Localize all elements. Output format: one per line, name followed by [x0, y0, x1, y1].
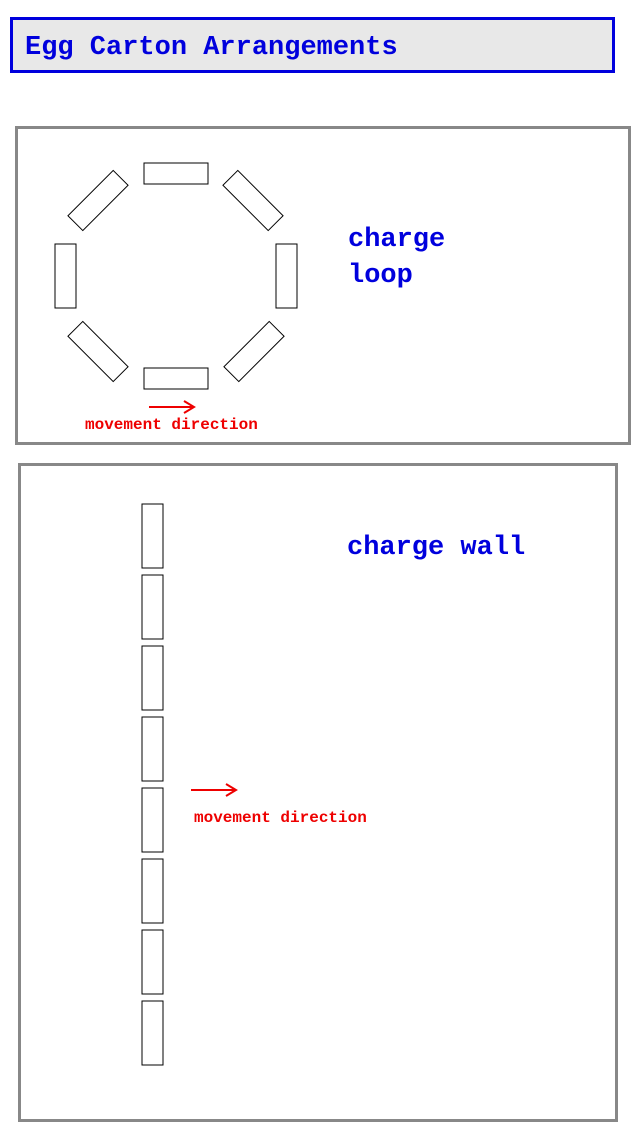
charge-wall-panel: charge wall movement direction — [18, 463, 618, 1122]
charge-loop-panel: charge loop movement direction — [15, 126, 631, 445]
loop-carton-bottom — [143, 367, 209, 390]
loop-movement-arrow — [149, 400, 196, 414]
wall-movement-arrow — [191, 783, 238, 797]
loop-carton-top-right — [222, 169, 284, 232]
wall-carton-5 — [141, 787, 164, 853]
wall-carton-6 — [141, 858, 164, 924]
wall-carton-2 — [141, 574, 164, 640]
loop-carton-top-left — [67, 169, 129, 232]
loop-carton-right — [275, 243, 298, 309]
loop-carton-bottom-right — [223, 320, 285, 383]
charge-loop-diagram — [54, 162, 298, 414]
page-title: Egg Carton Arrangements — [25, 33, 398, 63]
wall-carton-4 — [141, 716, 164, 782]
wall-carton-3 — [141, 645, 164, 711]
title-bar: Egg Carton Arrangements — [10, 17, 615, 73]
wall-carton-1 — [141, 503, 164, 569]
charge-loop-label-line1: charge — [348, 225, 446, 255]
charge-loop-label: charge loop — [348, 222, 445, 294]
wall-carton-7 — [141, 929, 164, 995]
wall-carton-8 — [141, 1000, 164, 1066]
loop-carton-bottom-left — [67, 320, 129, 383]
wall-movement-label: movement direction — [194, 809, 367, 827]
loop-carton-left — [54, 243, 77, 309]
loop-carton-top — [143, 162, 209, 185]
charge-loop-label-line2: loop — [348, 261, 413, 291]
loop-movement-label: movement direction — [85, 416, 258, 434]
charge-wall-diagram — [141, 503, 238, 1066]
charge-wall-label: charge wall — [347, 533, 526, 563]
